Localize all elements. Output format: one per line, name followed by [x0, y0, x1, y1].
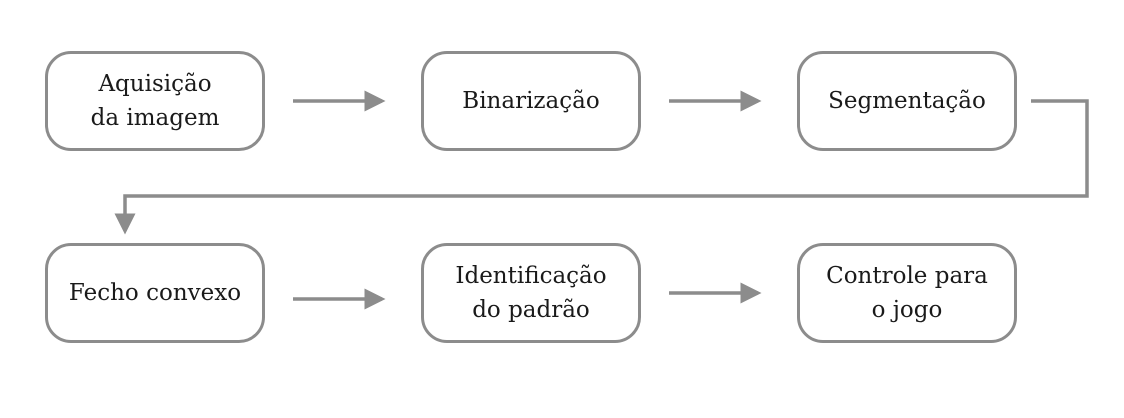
node-label-line: da imagem — [90, 105, 220, 131]
node-label: Binarização — [462, 84, 599, 118]
node-label-line: Fecho convexo — [68, 280, 242, 306]
node-aquisicao-da-imagem: Aquisição da imagem — [45, 51, 265, 151]
node-label-line: Segmentação — [828, 88, 986, 114]
node-fecho-convexo: Fecho convexo — [45, 243, 265, 343]
node-label: Identificação do padrão — [455, 259, 606, 327]
arrow-segmentacao-to-fecho — [114, 99, 1089, 235]
node-label: Segmentação — [828, 84, 986, 118]
node-label-line: Controle para — [826, 263, 988, 289]
node-label: Fecho convexo — [69, 276, 241, 310]
node-label-line: Aquisição — [98, 71, 212, 97]
node-label-line: Binarização — [462, 88, 600, 114]
node-controle-para-o-jogo: Controle para o jogo — [797, 243, 1017, 343]
node-label-line: do padrão — [472, 297, 590, 323]
node-label-line: o jogo — [871, 297, 943, 323]
node-binarizacao: Binarização — [421, 51, 641, 151]
node-label-line: Identificação — [455, 263, 607, 289]
node-identificacao-do-padrao: Identificação do padrão — [421, 243, 641, 343]
node-label: Aquisição da imagem — [91, 67, 220, 135]
node-label: Controle para o jogo — [826, 259, 988, 327]
node-segmentacao: Segmentação — [797, 51, 1017, 151]
